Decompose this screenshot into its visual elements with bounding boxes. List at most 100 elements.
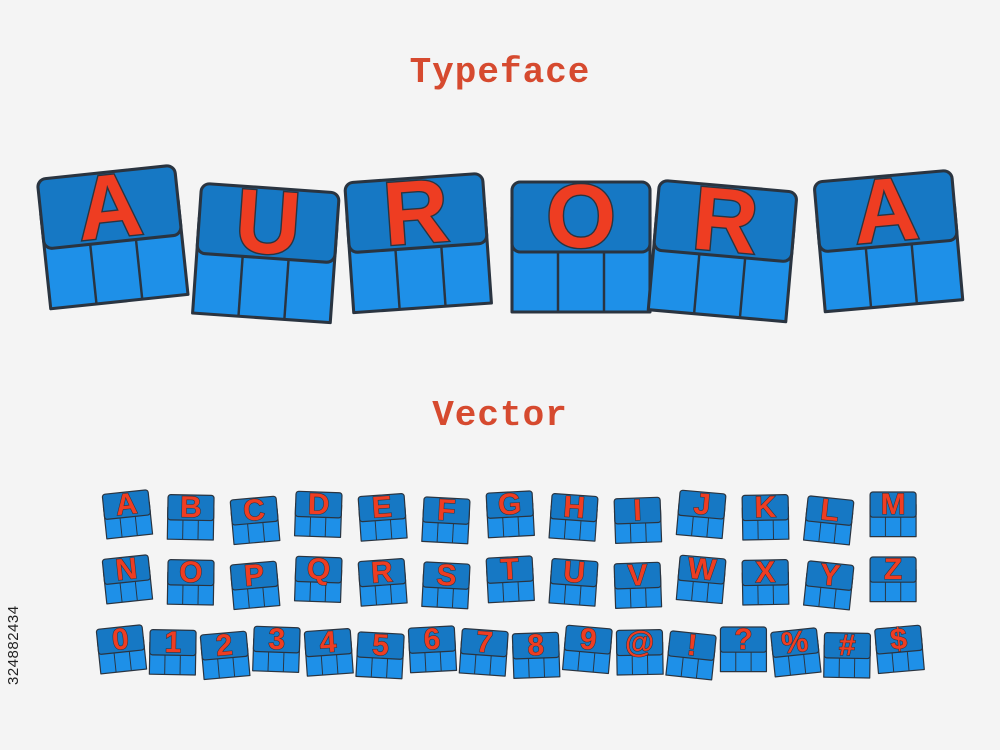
svg-text:8: 8 [527, 629, 545, 663]
glyph-Y: Y [802, 558, 855, 611]
svg-text:2: 2 [214, 628, 234, 662]
svg-text:6: 6 [423, 623, 441, 657]
glyph-F: F [421, 493, 471, 545]
glyph-H: H [548, 490, 599, 542]
glyph-8: 8 [511, 628, 561, 679]
svg-text:X: X [755, 556, 776, 589]
glyph-K: K [741, 490, 790, 541]
glyph-U: U [548, 555, 599, 607]
glyph-?: ? [719, 623, 768, 673]
svg-text:!: ! [685, 629, 698, 663]
glyph-7: 7 [458, 625, 509, 677]
glyph-5: 5 [355, 628, 405, 680]
svg-text:O: O [546, 167, 616, 267]
svg-text:S: S [436, 559, 458, 593]
word-letter-1: A [36, 153, 190, 311]
svg-text:B: B [180, 491, 202, 524]
svg-text:A: A [114, 487, 139, 522]
svg-text:$: $ [889, 622, 909, 656]
svg-text:A: A [72, 154, 147, 260]
svg-text:5: 5 [371, 629, 389, 663]
glyph-T: T [485, 552, 535, 604]
svg-text:E: E [371, 490, 393, 524]
svg-text:?: ? [734, 623, 752, 656]
svg-text:H: H [562, 490, 586, 524]
svg-text:1: 1 [164, 626, 181, 659]
svg-text:4: 4 [319, 626, 338, 660]
svg-text:U: U [562, 555, 586, 589]
svg-text:C: C [242, 493, 266, 528]
svg-text:T: T [500, 553, 520, 587]
glyph-C: C [229, 493, 281, 546]
svg-text:U: U [232, 171, 304, 275]
svg-text:I: I [633, 494, 642, 527]
glyph-0: 0 [95, 622, 148, 675]
svg-text:Z: Z [884, 553, 902, 586]
glyph-A: A [101, 487, 154, 540]
glyph-J: J [675, 487, 727, 540]
glyph-row-1: A B C D E F G H I J K L M [101, 487, 917, 546]
glyph-3: 3 [252, 622, 301, 673]
glyph-R: R [357, 555, 408, 607]
svg-text:D: D [307, 488, 330, 522]
svg-text:M: M [881, 488, 906, 521]
svg-text:R: R [370, 555, 394, 589]
glyph-L: L [802, 493, 855, 546]
glyph-!: ! [665, 628, 717, 681]
glyph-E: E [357, 490, 408, 542]
svg-text:Q: Q [306, 553, 330, 587]
word-letter-6: A [813, 157, 965, 314]
svg-text:@: @ [625, 626, 655, 660]
glyph-%: % [770, 624, 822, 678]
svg-text:O: O [179, 556, 203, 589]
typeface-heading: Typeface [409, 52, 591, 93]
svg-text:W: W [686, 552, 718, 587]
glyph-D: D [293, 487, 343, 538]
glyph-9: 9 [561, 622, 613, 675]
svg-text:N: N [114, 552, 139, 587]
svg-text:L: L [819, 493, 841, 528]
glyph-N: N [101, 552, 154, 605]
svg-text:#: # [839, 629, 857, 662]
glyph-Q: Q [293, 552, 343, 603]
glyph-G: G [485, 487, 535, 539]
svg-text:7: 7 [475, 626, 494, 660]
glyph-P: P [229, 558, 281, 611]
glyph-4: 4 [303, 625, 354, 677]
glyph-I: I [613, 493, 663, 544]
glyph-S: S [421, 558, 471, 610]
svg-text:0: 0 [110, 622, 130, 657]
word-letter-5: R [646, 167, 798, 324]
glyph-X: X [741, 555, 790, 606]
svg-text:K: K [754, 491, 777, 524]
glyph-V: V [613, 558, 663, 609]
svg-text:Y: Y [818, 558, 841, 593]
svg-text:F: F [436, 494, 456, 528]
svg-text:G: G [497, 488, 522, 522]
glyph-M: M [869, 488, 917, 538]
glyph-@: @ [615, 625, 664, 676]
glyph-O: O [166, 555, 215, 606]
glyph-#: # [823, 628, 872, 679]
glyph-$: $ [874, 622, 925, 675]
word-letter-4: O [510, 166, 652, 314]
glyph-W: W [675, 551, 727, 605]
svg-text:3: 3 [268, 623, 286, 657]
vector-heading: Vector [432, 395, 568, 436]
svg-text:V: V [627, 559, 648, 593]
svg-text:R: R [689, 168, 762, 273]
word-letter-2: U [191, 170, 341, 325]
svg-text:J: J [692, 487, 712, 521]
glyph-6: 6 [407, 622, 458, 674]
svg-text:R: R [380, 161, 452, 265]
glyph-Z: Z [869, 553, 917, 603]
word-letter-3: R [343, 160, 493, 315]
svg-text:9: 9 [579, 622, 599, 656]
glyph-2: 2 [199, 628, 251, 681]
glyph-B: B [166, 490, 215, 541]
